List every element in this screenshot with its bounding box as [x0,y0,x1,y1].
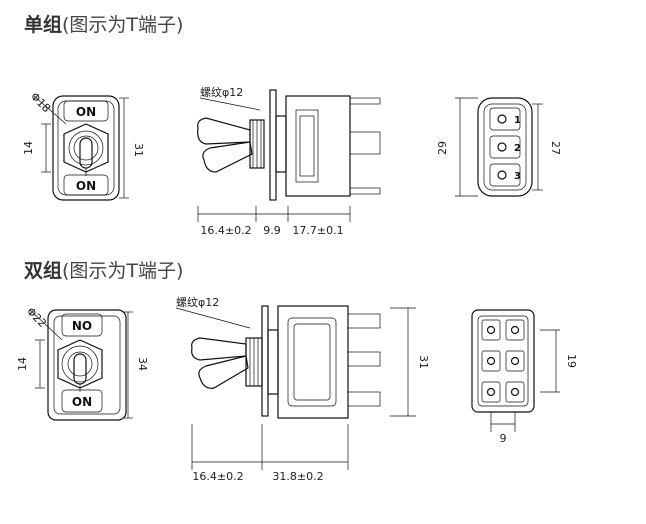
single-side-view: 螺纹φ12 16.4±0.2 9.9 17.7±0.1 [197,85,381,237]
title-sub: (图示为T端子) [62,260,184,282]
dim-height: 31 [417,355,430,369]
on-label-bottom: ON [76,179,96,193]
title-sub: (图示为T端子) [62,14,184,36]
dim-lever: 16.4±0.2 [200,224,251,237]
title-main: 单组 [24,14,63,36]
dim-horizontal: 9 [500,432,507,445]
double-front-view: NO ON 34 14 Φ22 [16,305,149,421]
pin-1: 1 [514,115,521,126]
thread-label: 螺纹φ12 [200,85,243,99]
pin-3: 3 [514,171,521,182]
dim-inner: 27 [549,141,562,155]
single-rear-view: 1 2 3 29 27 [436,97,562,197]
pin-2: 2 [514,143,521,154]
dim-lever: 16.4±0.2 [192,470,243,483]
dim-inner: 14 [16,357,29,371]
on-label-top: ON [76,105,96,119]
double-side-view: 螺纹φ12 31 16.4±0.2 31.8±0.2 [175,295,430,483]
dim-diameter: Φ18 [28,90,53,115]
dim-diameter: Φ22 [24,305,49,330]
no-label-top: NO [72,319,92,333]
dim-inner: 14 [22,141,35,155]
dim-body: 31.8±0.2 [272,470,323,483]
dim-bushing: 9.9 [263,224,281,237]
dim-height: 34 [136,357,149,371]
section-title-single: 单组(图示为T端子) [24,10,183,37]
section-title-double: 双组(图示为T端子) [24,256,183,283]
double-rear-view: 19 9 [471,309,578,445]
thread-label: 螺纹φ12 [176,295,219,309]
dim-height: 31 [132,143,145,157]
single-front-view: ON ON 31 14 Φ18 [22,90,145,201]
on-label-bottom: ON [72,395,92,409]
dim-body: 17.7±0.1 [292,224,343,237]
title-main: 双组 [24,260,63,282]
dim-vertical: 19 [565,354,578,368]
dim-outer: 29 [436,141,449,155]
